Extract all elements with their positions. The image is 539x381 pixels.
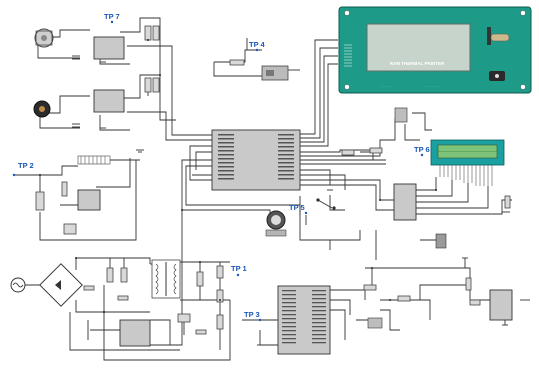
- psu-resistor-5: [216, 289, 224, 303]
- resistor-right-2: [341, 149, 355, 156]
- bottom-resistor-1: [363, 284, 377, 291]
- psu-resistor-3: [196, 271, 204, 287]
- tp7-label: TP 7: [104, 12, 120, 21]
- psu-cap-3: [195, 329, 207, 335]
- transistor-top-right: [394, 107, 408, 123]
- svg-text:. . . . . . . . .: . . . . . . . . .: [380, 85, 392, 88]
- psu-resistor-2: [120, 267, 128, 283]
- svg-text:. . . . . . . . . . .: . . . . . . . . . . .: [425, 85, 440, 88]
- printer-screw-tr: [520, 10, 526, 16]
- main-microcontroller: [211, 129, 301, 191]
- tp4-module-slot: [266, 70, 274, 76]
- resistor-right-1: [369, 147, 383, 154]
- psu-cap-1: [83, 285, 95, 291]
- bottom-right-ic: [489, 289, 513, 321]
- printer-label: RAM THERMAL PRINTER: [390, 61, 445, 66]
- printer-lever-knob: [490, 33, 510, 42]
- psu-cap-2: [117, 295, 129, 301]
- printer-feed-lever: [487, 27, 491, 45]
- tp2-label: TP 2: [18, 161, 34, 170]
- tp5-label: TP 5: [289, 203, 305, 212]
- printer-paper-slot: [366, 23, 471, 72]
- thermal-printer: RAM THERMAL PRINTER . . . . . . . . . . …: [338, 6, 532, 94]
- tp2-resistor-2: [61, 181, 68, 197]
- resistor-right-3: [504, 195, 511, 209]
- psu-regulator-chip: [119, 319, 151, 347]
- psu-resistor-6: [216, 314, 224, 330]
- printer-screw-br: [520, 84, 526, 90]
- tp4-module: [261, 65, 289, 81]
- printer-button-led: [495, 74, 499, 78]
- tp2-pot: [63, 223, 77, 235]
- transformer: [151, 259, 181, 299]
- test-point-markers: [12, 20, 424, 322]
- bottom-resistor-3: [465, 277, 472, 291]
- tp2-amp-chip: [77, 189, 101, 211]
- bottom-crystal: [367, 317, 383, 329]
- ground-symbols: [136, 149, 510, 346]
- relay-box: [435, 233, 447, 249]
- psu-resistor-4: [216, 265, 224, 279]
- tp4-resistor: [229, 59, 245, 66]
- tp6-label: TP 6: [414, 145, 430, 154]
- tp5-sensor: [265, 210, 287, 237]
- capacitor-top: [72, 55, 106, 129]
- bottom-resistor-4: [469, 299, 481, 306]
- driver-chip-upper: [93, 36, 125, 60]
- psu-small-component: [177, 313, 191, 323]
- driver-chip-lower: [93, 89, 125, 113]
- lcd-display: [430, 139, 505, 186]
- motor-lower: [33, 100, 51, 118]
- bottom-resistor-2: [397, 295, 411, 302]
- bridge-rectifier: [39, 263, 83, 307]
- motor-upper: [34, 28, 54, 48]
- tp3-label: TP 3: [244, 310, 260, 319]
- psu-resistor-1: [106, 267, 114, 283]
- tp1-label: TP 1: [231, 264, 247, 273]
- tp2-resistor-1: [35, 191, 45, 211]
- tp5-switch: [316, 198, 336, 210]
- resistor-bank-top: [144, 25, 160, 93]
- printer-screw-tl: [344, 10, 350, 16]
- right-ic: [393, 183, 417, 221]
- secondary-microcontroller: [277, 285, 331, 355]
- tp2-sensor-strip: [77, 155, 111, 165]
- junction-dots: [39, 39, 437, 313]
- ac-source: [10, 277, 26, 293]
- tp4-label: TP 4: [249, 40, 266, 49]
- printer-screw-bl: [344, 84, 350, 90]
